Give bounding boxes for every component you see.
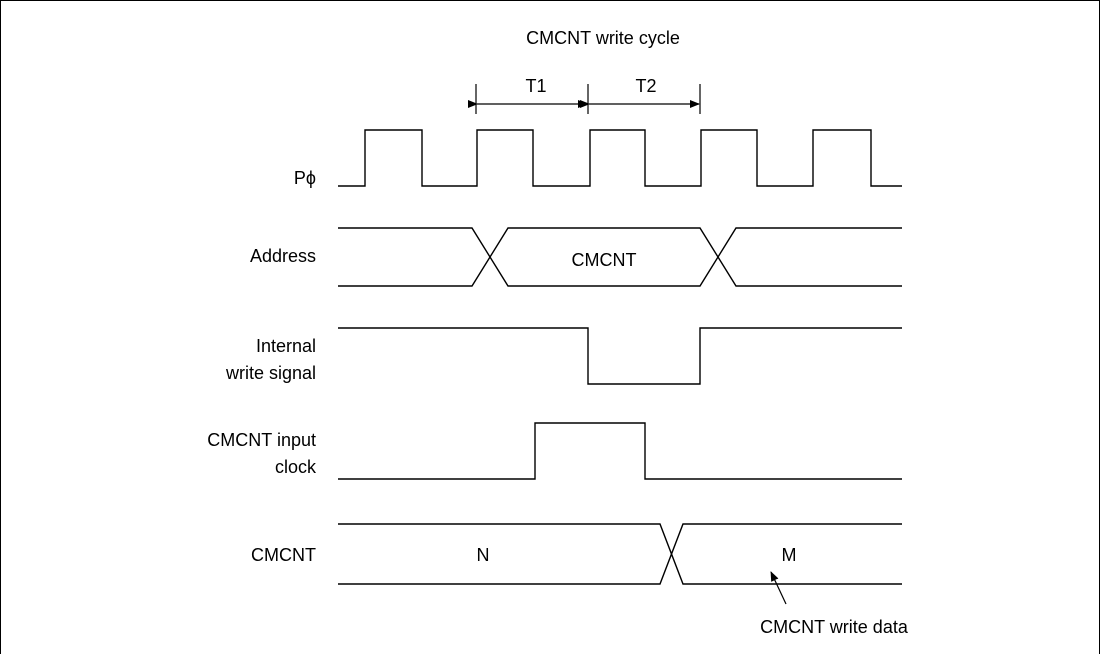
clock-signal-label: Pϕ [294, 168, 316, 188]
diagram-title: CMCNT write cycle [526, 28, 680, 48]
counter-value-before: N [477, 545, 490, 565]
input-clock-label-line2: clock [275, 457, 317, 477]
counter-signal-label: CMCNT [251, 545, 316, 565]
write-signal-waveform [338, 327, 902, 385]
write-signal-label-line1: Internal [256, 336, 316, 356]
cycle-markers: T1 T2 [468, 76, 701, 114]
t1-label: T1 [525, 76, 546, 96]
input-clock-waveform [338, 422, 902, 480]
write-data-pointer-arrow [770, 571, 787, 605]
clock-waveform [338, 129, 902, 187]
input-clock-label-line1: CMCNT input [207, 430, 316, 450]
address-value: CMCNT [572, 250, 637, 270]
t2-label: T2 [635, 76, 656, 96]
counter-value-after: M [782, 545, 797, 565]
address-signal-label: Address [250, 246, 316, 266]
counter-waveform [338, 523, 902, 585]
write-data-annotation: CMCNT write data [760, 617, 909, 637]
address-waveform [338, 227, 902, 287]
write-signal-label-line2: write signal [225, 363, 316, 383]
